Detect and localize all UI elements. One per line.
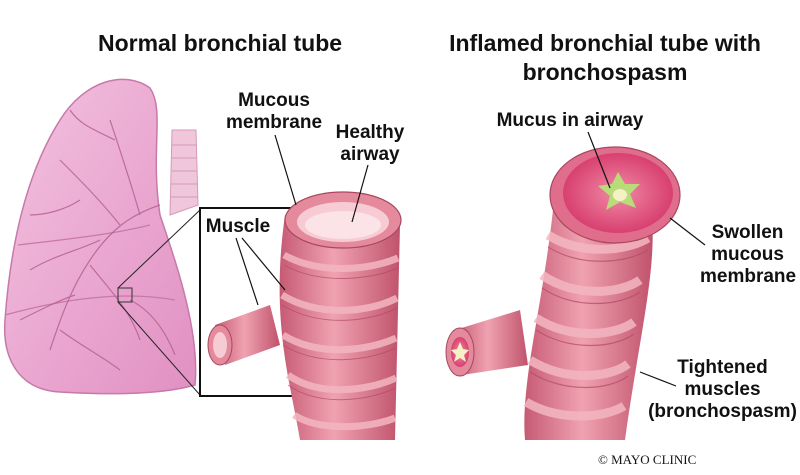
label-mucous-membrane-line2: membrane	[225, 112, 323, 133]
label-tightened-line3: (bronchospasm)	[648, 401, 797, 422]
right-title-line1: Inflamed bronchial tube with	[449, 30, 761, 56]
zoom-marker	[117, 287, 133, 303]
label-mucous-membrane-line1: Mucous	[238, 90, 310, 111]
normal-bronchial-tube	[207, 191, 402, 440]
trachea	[169, 129, 199, 216]
label-muscle: Muscle	[205, 216, 271, 237]
label-tightened-line2: muscles	[684, 379, 761, 400]
lung-branches	[19, 109, 176, 371]
label-swollen-line3: membrane	[700, 266, 797, 287]
label-healthy-airway-line1: Healthy	[335, 122, 405, 143]
inflamed-bronchial-tube	[445, 146, 681, 440]
label-tightened-line1: Tightened	[677, 357, 768, 378]
leader-lines-right	[587, 131, 706, 387]
label-mucus-in-airway: Mucus in airway	[496, 110, 644, 131]
leader-lines-left	[235, 134, 369, 306]
copyright-credit: © MAYO CLINIC	[598, 452, 697, 467]
lung	[3, 78, 197, 395]
label-healthy-airway-line2: airway	[340, 144, 400, 165]
label-swollen-line1: Swollen	[711, 222, 784, 243]
left-title: Normal bronchial tube	[97, 30, 343, 56]
right-title-line2: bronchospasm	[522, 59, 688, 85]
label-swollen-line2: mucous	[711, 244, 784, 265]
